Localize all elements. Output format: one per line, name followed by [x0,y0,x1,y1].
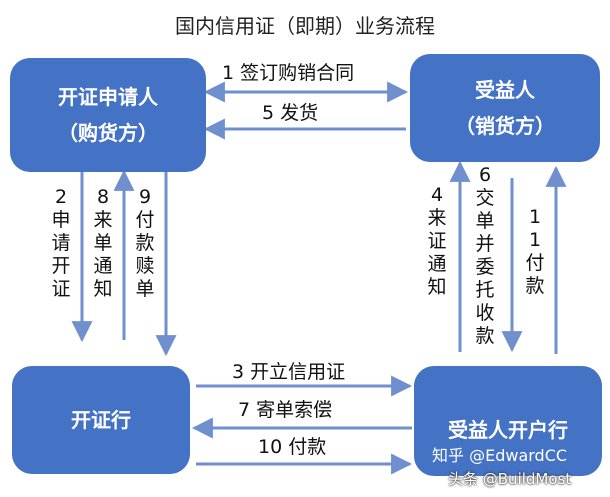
toutiao-watermark: 头条 @BuildMost [448,470,572,488]
beneficiary-bank-name: 受益人开户行 [448,418,568,442]
step6-label: 6交单并委托收款 [475,164,495,347]
step1-label: 1 签订购销合同 [222,62,355,84]
beneficiary-box: 受益人 （销货方） [410,54,600,162]
step11-label: 11付款 [525,206,545,297]
step5-label: 5 发货 [262,102,319,124]
beneficiary-role: （销货方） [455,114,555,138]
step9-label: 9付款赎单 [135,186,155,300]
applicant-role: （购货方） [58,121,158,145]
applicant-box: 开证申请人 （购货方） [10,58,206,172]
issuing-bank-name: 开证行 [71,408,131,432]
step2-label: 2申请开证 [51,186,71,300]
issuing-bank-box: 开证行 [12,366,190,474]
applicant-name: 开证申请人 [58,85,158,109]
step7-label: 7 寄单索偿 [238,399,333,421]
step10-label: 10 付款 [258,436,327,458]
step3-label: 3 开立信用证 [232,361,346,383]
step8-label: 8来单通知 [93,186,113,300]
diagram-title: 国内信用证（即期）业务流程 [175,14,435,38]
zhihu-watermark: 知乎 @EdwardCC [432,446,568,465]
beneficiary-name: 受益人 [475,78,535,102]
step4-label: 4来证通知 [427,184,447,298]
beneficiary-bank-box: 受益人开户行 [414,366,602,476]
